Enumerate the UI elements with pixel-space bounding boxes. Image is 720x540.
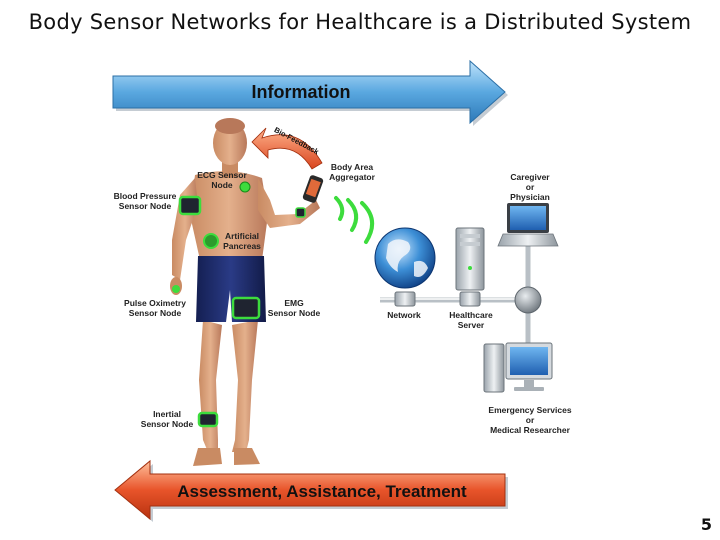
- label-aggregator-line1: Body Area: [331, 162, 373, 172]
- blood-pressure-sensor: [178, 195, 202, 216]
- pancreas-sensor: [203, 233, 219, 249]
- label-server-line1: Healthcare: [449, 310, 493, 320]
- label-pancreas-line2: Pancreas: [223, 241, 261, 251]
- label-pancreas: Artificial Pancreas: [223, 231, 261, 251]
- ecg-sensor: [239, 181, 251, 193]
- biofeedback-arrow: Bio-Feedback: [251, 125, 323, 170]
- label-emergency-line2: or: [526, 415, 535, 425]
- label-server: Healthcare Server: [449, 310, 493, 330]
- label-emergency-line1: Emergency Services: [488, 405, 571, 415]
- label-caregiver: Caregiver or Physician: [510, 172, 550, 202]
- sensor-nodes: [172, 181, 306, 428]
- label-ecg: ECG Sensor Node: [197, 170, 247, 190]
- assessment-arrow-label: Assessment, Assistance, Treatment: [177, 482, 467, 501]
- network-hub: [514, 286, 542, 314]
- label-pulse-ox: Pulse Oximetry Sensor Node: [124, 298, 186, 318]
- label-aggregator: Body Area Aggregator: [329, 162, 376, 182]
- label-ecg-line1: ECG Sensor: [197, 170, 247, 180]
- label-blood-pressure-line1: Blood Pressure: [114, 191, 177, 201]
- information-arrow: Information: [112, 59, 508, 126]
- wrist-sensor: [295, 207, 306, 218]
- label-blood-pressure-line2: Sensor Node: [119, 201, 172, 211]
- emergency-desktop: [483, 342, 553, 393]
- label-server-line2: Server: [458, 320, 485, 330]
- label-pulse-ox-line2: Sensor Node: [129, 308, 182, 318]
- pulse-ox-sensor: [172, 285, 180, 293]
- label-pancreas-line1: Artificial: [225, 231, 259, 241]
- label-network: Network: [387, 310, 421, 320]
- label-emg: EMG Sensor Node: [268, 298, 321, 318]
- label-ecg-line2: Node: [211, 180, 233, 190]
- label-inertial: Inertial Sensor Node: [141, 409, 194, 429]
- network-globe: [374, 227, 436, 307]
- emg-sensor: [231, 296, 261, 320]
- wireless-signal: [334, 196, 374, 244]
- label-emergency: Emergency Services or Medical Researcher: [488, 405, 571, 435]
- page-number: 5: [700, 515, 712, 534]
- label-emg-line1: EMG: [284, 298, 304, 308]
- label-caregiver-line1: Caregiver: [510, 172, 550, 182]
- label-inertial-line2: Sensor Node: [141, 419, 194, 429]
- inertial-sensor: [197, 411, 219, 428]
- label-emg-line2: Sensor Node: [268, 308, 321, 318]
- label-emergency-line3: Medical Researcher: [490, 425, 571, 435]
- information-arrow-label: Information: [252, 82, 351, 102]
- slide-title: Body Sensor Networks for Healthcare is a…: [28, 10, 692, 34]
- human-figure: [170, 118, 324, 466]
- label-inertial-line1: Inertial: [153, 409, 181, 419]
- label-caregiver-line3: Physician: [510, 192, 550, 202]
- healthcare-server: [455, 227, 485, 307]
- caregiver-laptop: [497, 203, 559, 247]
- label-aggregator-line2: Aggregator: [329, 172, 376, 182]
- assessment-arrow: Assessment, Assistance, Treatment: [114, 459, 508, 522]
- label-pulse-ox-line1: Pulse Oximetry: [124, 298, 186, 308]
- label-blood-pressure: Blood Pressure Sensor Node: [114, 191, 177, 211]
- label-caregiver-line2: or: [526, 182, 535, 192]
